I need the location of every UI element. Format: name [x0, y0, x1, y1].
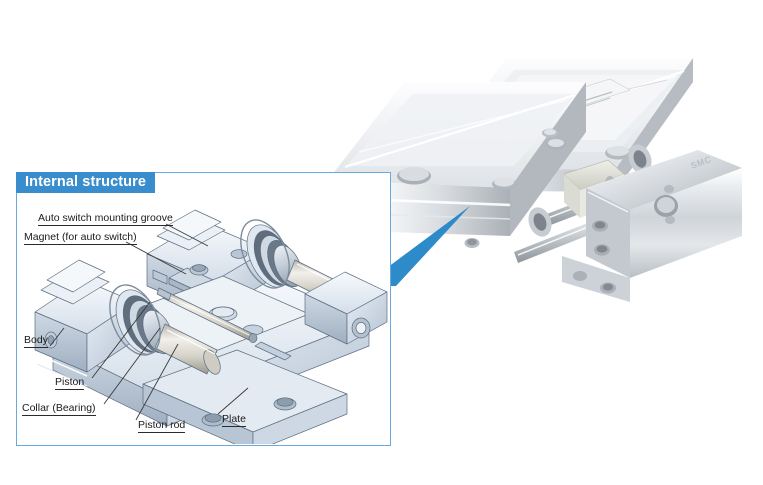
callout-leader-lines — [49, 223, 249, 421]
callout-auto-switch-mounting-groove: Auto switch mounting groove — [38, 212, 173, 226]
internal-structure-title-badge: Internal structure — [16, 172, 156, 193]
piston-assembly-left — [109, 284, 221, 375]
body-part-right — [304, 271, 388, 345]
front-cylinder-body — [328, 82, 586, 248]
magnet-for-auto-switch-part — [156, 287, 258, 343]
callout-magnet-for-auto-switch: Magnet (for auto switch) — [24, 231, 137, 245]
piston-assembly-right — [240, 219, 357, 310]
end-plate: SMC — [586, 150, 742, 278]
callout-plate: Plate — [222, 413, 246, 427]
product-photo: SMC — [318, 40, 763, 305]
internal-structure-diagram — [17, 194, 390, 444]
callout-piston-rod: Piston rod — [138, 419, 186, 433]
callout-collar-bearing: Collar (Bearing) — [22, 402, 96, 416]
cutaway-svg — [34, 209, 388, 444]
product-illustration: SMC — [328, 58, 742, 302]
callout-body: Body — [24, 334, 48, 348]
callout-piston: Piston — [55, 376, 85, 390]
lower-front-plate — [562, 256, 630, 302]
